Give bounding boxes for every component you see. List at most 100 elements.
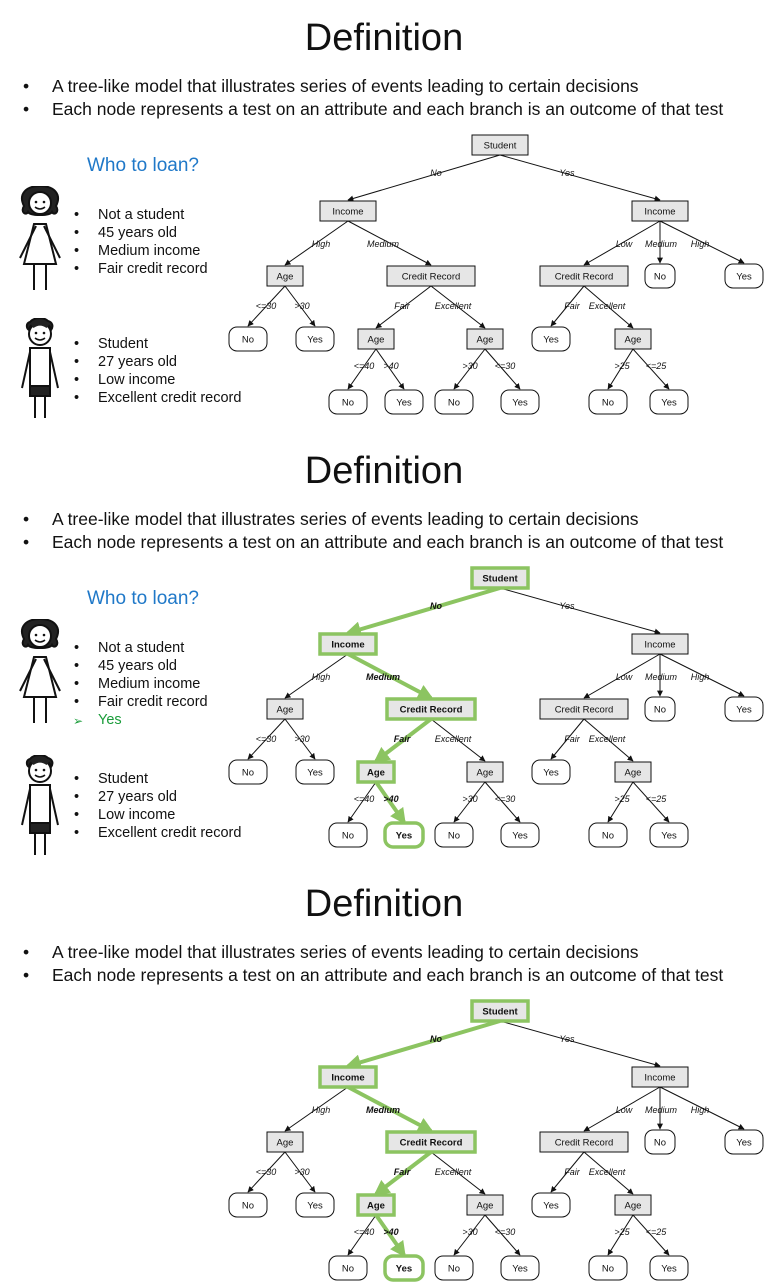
attribute-node: Age: [356, 760, 396, 784]
edge-label: <=25: [646, 1227, 668, 1237]
leaf-node: Yes: [649, 389, 689, 415]
man-figure-icon: [21, 318, 59, 418]
leaf-node: Yes: [383, 1254, 425, 1282]
edge-label: <=30: [256, 301, 277, 311]
tree-edge: [347, 348, 377, 390]
attribute-node: Age: [466, 328, 504, 350]
leaf-node: Yes: [649, 1255, 689, 1281]
node-label: No: [602, 831, 614, 842]
node-label: Credit Record: [400, 705, 463, 716]
bullet-item: A tree-like model that illustrates serie…: [20, 508, 740, 531]
person-1-attributes: Not a student 45 years old Medium income…: [73, 206, 208, 278]
tree-edge: [347, 781, 377, 823]
attribute-item: Fair credit record: [73, 260, 208, 278]
bullet-item: A tree-like model that illustrates serie…: [20, 941, 740, 964]
bullet-item: Each node represents a test on an attrib…: [20, 98, 740, 121]
node-label: No: [342, 1264, 354, 1275]
edge-label: Medium: [645, 239, 678, 249]
node-label: Income: [644, 640, 675, 651]
leaf-node: No: [328, 389, 368, 415]
tree-edge: [347, 652, 434, 700]
edge-label: High: [691, 1105, 710, 1115]
tree-edge: [550, 718, 585, 760]
slide-title: Definition: [304, 883, 464, 925]
leaf-node: Yes: [500, 822, 540, 848]
edge-label: Fair: [564, 301, 581, 311]
edge-label: Fair: [394, 301, 411, 311]
node-label: Yes: [736, 705, 752, 716]
edge-label: >25: [614, 361, 630, 371]
woman-figure-icon: [19, 186, 61, 290]
node-label: Yes: [307, 1201, 323, 1212]
slide-title: Definition: [304, 450, 464, 492]
edge-label: High: [312, 1105, 331, 1115]
definition-bullets: A tree-like model that illustrates serie…: [20, 941, 740, 987]
who-to-loan-heading: Who to loan?: [87, 588, 199, 609]
leaf-node: No: [228, 1192, 268, 1218]
attribute-item: 45 years old: [73, 224, 208, 242]
tree-edge: [284, 220, 349, 266]
edge-label: >30: [462, 361, 477, 371]
tree-edge: [344, 586, 501, 638]
edge-label: <=40: [354, 794, 375, 804]
tree-edge: [499, 1020, 661, 1068]
edge-label: <=40: [354, 1227, 375, 1237]
node-label: Yes: [661, 1264, 677, 1275]
edge-label: >30: [294, 734, 309, 744]
node-label: Credit Record: [555, 705, 614, 716]
man-figure-icon: [21, 755, 59, 855]
tree-edge: [583, 220, 661, 266]
slide-title: Definition: [304, 17, 464, 59]
node-label: Yes: [396, 831, 412, 842]
leaf-node: No: [644, 696, 676, 722]
node-label: No: [242, 1201, 254, 1212]
leaf-node: No: [228, 759, 268, 785]
edge-label: Medium: [645, 1105, 678, 1115]
tree-edge: [484, 348, 521, 390]
edge-label: <=30: [256, 734, 277, 744]
tree-edge: [607, 781, 634, 823]
attribute-node: Age: [357, 328, 395, 350]
edge-label: <=30: [256, 1167, 277, 1177]
attribute-item: 45 years old: [73, 657, 208, 675]
attribute-node: Student: [471, 134, 529, 156]
bullet-item: Each node represents a test on an attrib…: [20, 531, 740, 554]
bullet-item: A tree-like model that illustrates serie…: [20, 75, 740, 98]
tree-edge: [484, 781, 521, 823]
attribute-item: Excellent credit record: [73, 389, 241, 407]
attribute-node: Income: [631, 1066, 689, 1088]
node-label: Age: [477, 768, 494, 779]
leaf-node: No: [328, 1255, 368, 1281]
tree-edge: [247, 718, 286, 760]
tree-edge: [659, 653, 745, 697]
person-2-attributes: Student 27 years old Low income Excellen…: [73, 770, 241, 842]
edge-label: Yes: [559, 601, 575, 611]
attribute-item: Student: [73, 335, 241, 353]
attribute-node: Age: [266, 265, 304, 287]
node-label: Yes: [736, 1138, 752, 1149]
edge-label: No: [430, 601, 442, 611]
leaf-node: Yes: [383, 821, 425, 849]
node-label: Yes: [661, 831, 677, 842]
attribute-node: Credit Record: [539, 698, 629, 720]
node-label: Yes: [543, 768, 559, 779]
tree-edge: [375, 285, 432, 329]
leaf-node: Yes: [531, 326, 571, 352]
edge-label: Low: [616, 672, 633, 682]
edge-label: Yes: [559, 168, 575, 178]
attribute-item: Low income: [73, 371, 241, 389]
node-label: No: [654, 705, 666, 716]
edge-label: No: [430, 168, 442, 178]
tree-edge: [373, 717, 433, 763]
leaf-node: Yes: [500, 389, 540, 415]
attribute-node: Credit Record: [539, 1131, 629, 1153]
leaf-node: No: [588, 389, 628, 415]
person-2-attributes: Student 27 years old Low income Excellen…: [73, 335, 241, 407]
edge-label: Medium: [367, 239, 400, 249]
attribute-item: Excellent credit record: [73, 824, 241, 842]
tree-edge: [583, 653, 661, 699]
leaf-node: Yes: [649, 822, 689, 848]
tree-edge: [453, 781, 486, 823]
node-label: Age: [625, 768, 642, 779]
